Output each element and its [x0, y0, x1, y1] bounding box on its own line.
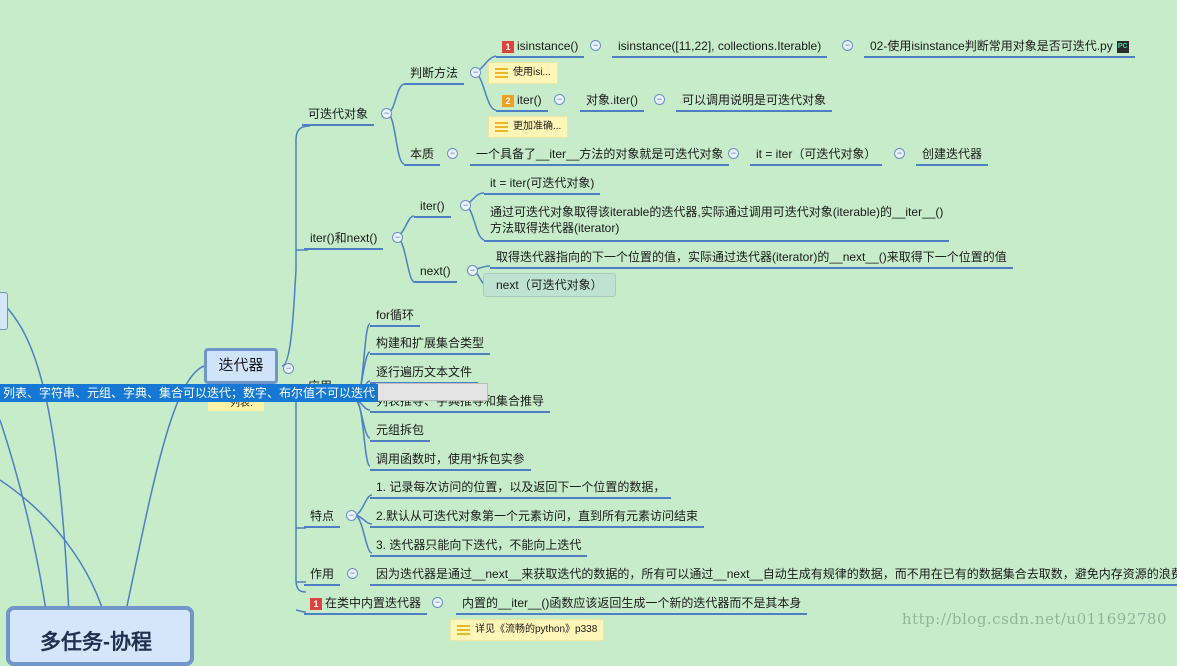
node-essence-desc[interactable]: 一个具备了__iter__方法的对象就是可迭代对象: [470, 146, 730, 166]
node-builtin-desc[interactable]: 内置的__iter__()函数应该返回生成一个新的迭代器而不是其本身: [456, 595, 808, 615]
collapse-icon[interactable]: −: [381, 108, 392, 119]
app-item[interactable]: 构建和扩展集合类型: [370, 335, 491, 355]
branch-iter-next[interactable]: iter()和next(): [304, 230, 384, 250]
app-item[interactable]: 调用函数时，使用*拆包实参: [370, 451, 531, 471]
branch-purpose[interactable]: 作用: [304, 566, 341, 586]
node-iter-func[interactable]: iter(): [414, 198, 451, 218]
note-iter[interactable]: 更加准确...: [488, 116, 569, 138]
node-judge-method[interactable]: 判断方法: [404, 65, 465, 85]
node-purpose-desc[interactable]: 因为迭代器是通过__next__来获取迭代的数据的，所有可以通过__next__…: [370, 566, 1177, 586]
app-item[interactable]: 元组拆包: [370, 422, 431, 442]
collapse-icon[interactable]: −: [447, 148, 458, 159]
pycharm-icon[interactable]: PC: [1116, 40, 1129, 53]
collapse-icon[interactable]: −: [728, 148, 739, 159]
iter-desc-line2: 方法取得迭代器(iterator): [490, 221, 620, 235]
note-text: 使用isi...: [513, 67, 551, 78]
watermark: http://blog.csdn.net/u011692780: [901, 610, 1167, 628]
edit-box-overlay: [376, 383, 488, 401]
tooltip-iterable-types: 列表、字符串、元组、字典、集合可以迭代；数字、布尔值不可以迭代: [0, 384, 379, 402]
node-iter-desc[interactable]: 可以调用说明是可迭代对象: [676, 92, 833, 112]
node-essence[interactable]: 本质: [404, 146, 441, 166]
node-next-code[interactable]: next（可迭代对象）: [483, 273, 616, 297]
collapse-icon[interactable]: −: [346, 510, 357, 521]
node-essence-create[interactable]: 创建迭代器: [916, 146, 989, 166]
node-essence-code[interactable]: it = iter（可迭代对象）: [750, 146, 883, 166]
iter-desc-line1: 通过可迭代对象取得该iterable的迭代器,实际通过调用可迭代对象(itera…: [490, 205, 944, 219]
collapse-icon[interactable]: −: [654, 94, 665, 105]
collapse-icon[interactable]: −: [460, 200, 471, 211]
priority-2-icon: 2: [502, 94, 514, 107]
isinstance-label: isinstance(): [517, 39, 579, 53]
branch-iterable[interactable]: 可迭代对象: [302, 106, 375, 126]
node-next-func[interactable]: next(): [414, 263, 457, 283]
note-icon: [495, 68, 508, 78]
collapse-icon[interactable]: −: [894, 148, 905, 159]
priority-1-icon: 1: [310, 597, 322, 610]
collapse-icon[interactable]: −: [392, 232, 403, 243]
node-iter-code[interactable]: it = iter(可迭代对象): [484, 175, 601, 195]
collapse-icon[interactable]: −: [467, 265, 478, 276]
feature-item[interactable]: 3. 迭代器只能向下迭代，不能向上迭代: [370, 537, 588, 557]
feature-item[interactable]: 2.默认从可迭代对象第一个元素访问，直到所有元素访问结束: [370, 508, 705, 528]
collapse-icon[interactable]: −: [554, 94, 565, 105]
node-iter-desc[interactable]: 通过可迭代对象取得该iterable的迭代器,实际通过调用可迭代对象(itera…: [484, 204, 950, 242]
collapse-icon[interactable]: −: [432, 597, 443, 608]
note-fluent-python[interactable]: 详见《流畅的python》p338: [450, 619, 605, 641]
collapse-icon[interactable]: −: [590, 40, 601, 51]
node-multitask-coroutine[interactable]: 多任务-协程: [6, 606, 194, 666]
note-text: 详见《流畅的python》p338: [475, 624, 598, 635]
app-item[interactable]: 逐行遍历文本文件: [370, 364, 479, 384]
branch-features[interactable]: 特点: [304, 508, 341, 528]
collapse-icon[interactable]: −: [842, 40, 853, 51]
builtin-label: 在类中内置迭代器: [325, 596, 422, 610]
collapse-icon[interactable]: −: [470, 67, 481, 78]
node-next-desc[interactable]: 取得迭代器指向的下一个位置的值，实际通过迭代器(iterator)的__next…: [490, 249, 1013, 269]
note-icon: [495, 122, 508, 132]
collapse-icon[interactable]: −: [347, 568, 358, 579]
priority-1-icon: 1: [502, 40, 514, 53]
iter-label: iter(): [517, 93, 542, 107]
note-icon: [457, 625, 470, 635]
note-isinstance[interactable]: 使用isi...: [488, 62, 558, 84]
collapsed-left-node[interactable]: [0, 292, 8, 330]
node-isinstance-example[interactable]: isinstance([11,22], collections.Iterable…: [612, 38, 828, 58]
app-item[interactable]: for循环: [370, 307, 421, 327]
note-text: 更加准确...: [513, 121, 562, 132]
central-node-iterator[interactable]: 迭代器: [204, 348, 278, 384]
file-label: 02-使用isinstance判断常用对象是否可迭代.py: [870, 39, 1113, 53]
feature-item[interactable]: 1. 记录每次访问的位置，以及返回下一个位置的数据，: [370, 479, 672, 499]
node-iter-example[interactable]: 对象.iter(): [580, 92, 644, 112]
collapse-icon[interactable]: −: [283, 363, 294, 374]
